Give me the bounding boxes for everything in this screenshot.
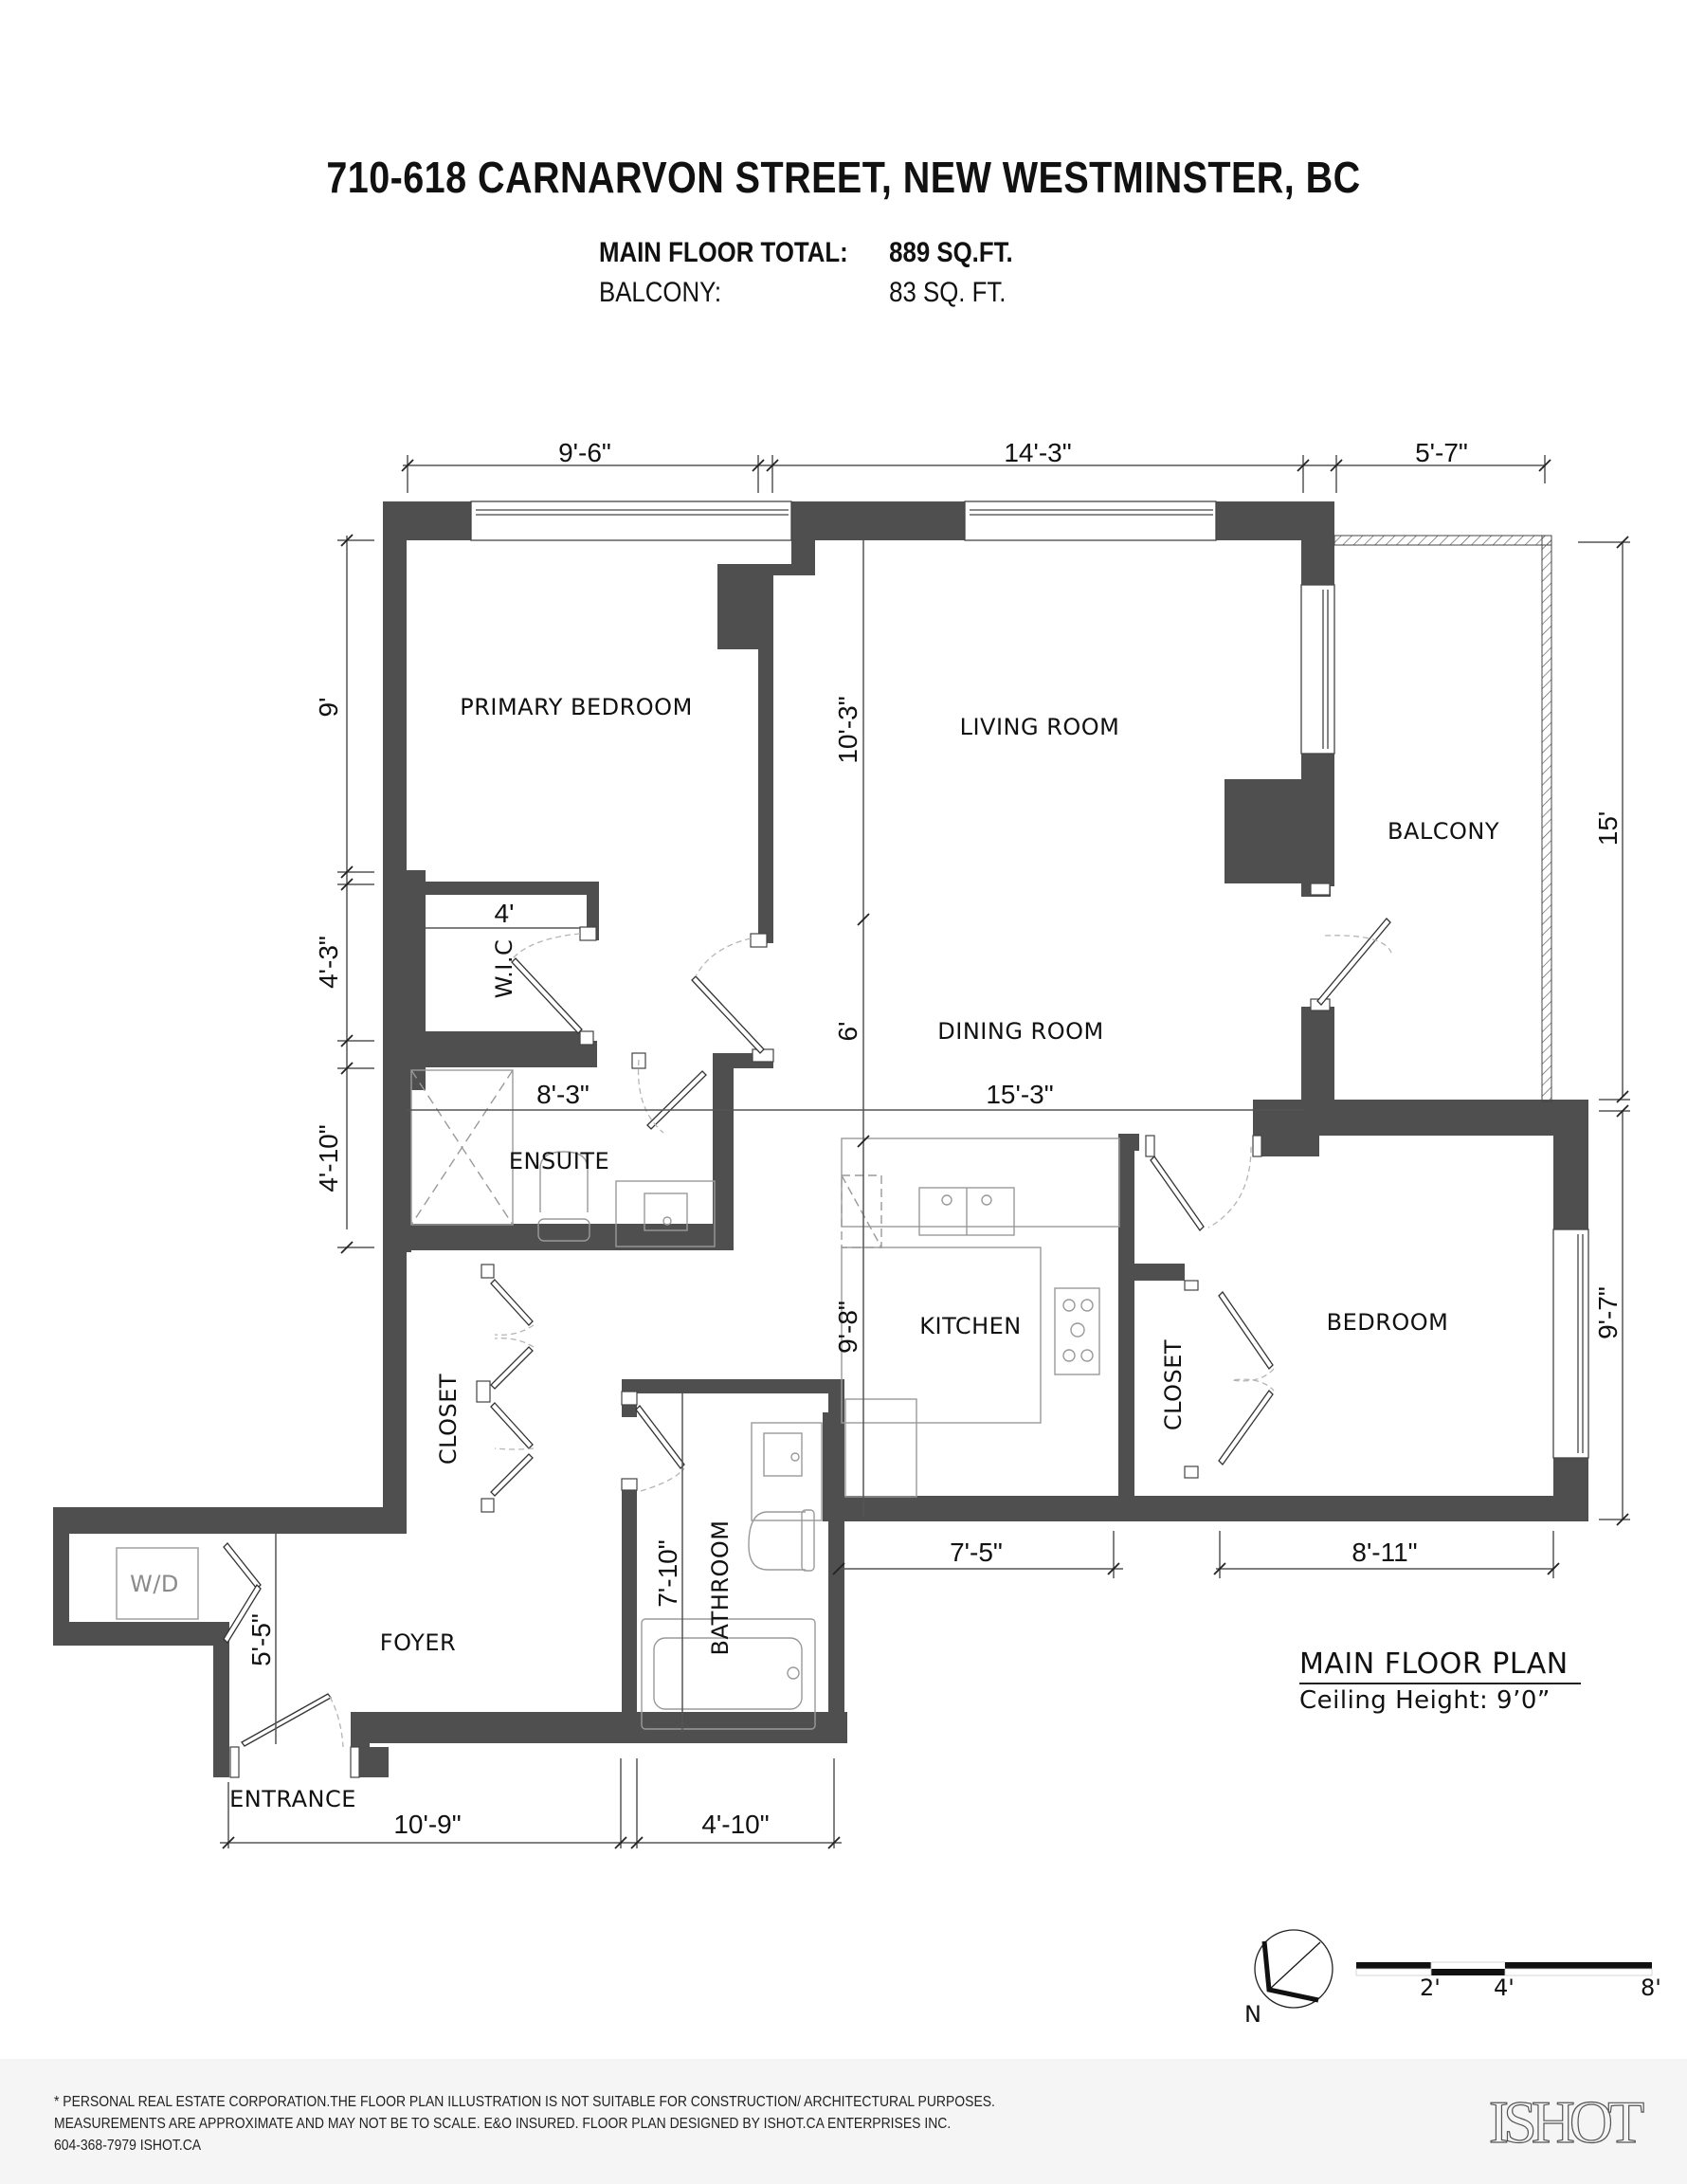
dishwasher bbox=[841, 1174, 882, 1248]
dim-bedroom-depth: 9'-7" bbox=[1593, 1286, 1623, 1339]
balcony-area-label: BALCONY: bbox=[599, 277, 722, 308]
washer-dryer bbox=[116, 1547, 199, 1620]
dim-bedroom-width: 8'-11" bbox=[1351, 1538, 1417, 1567]
bathroom-vanity bbox=[751, 1422, 823, 1521]
scale-tick-4: 4' bbox=[1494, 1975, 1515, 2001]
room-label-bathroom: BATHROOM bbox=[707, 1520, 734, 1656]
dimension-lines bbox=[220, 455, 1630, 1848]
room-label-foyer: FOYER bbox=[380, 1629, 456, 1656]
dim-foyer-depth: 5'-5" bbox=[246, 1613, 276, 1666]
cooktop bbox=[1054, 1287, 1100, 1375]
compass-north-label: N bbox=[1244, 2001, 1261, 2028]
bathroom-toilet bbox=[748, 1511, 806, 1571]
room-label-ensuite: ENSUITE bbox=[509, 1148, 609, 1174]
dim-wic-width: 4' bbox=[495, 899, 515, 928]
floor-plan: PRIMARY BEDROOM LIVING ROOM DINING ROOM … bbox=[53, 438, 1661, 2028]
windows bbox=[470, 500, 1589, 1459]
plan-title-divider bbox=[1299, 1683, 1581, 1684]
disclaimer-line-1: * PERSONAL REAL ESTATE CORPORATION.THE F… bbox=[54, 2094, 995, 2110]
disclaimer-line-2: MEASUREMENTS ARE APPROXIMATE AND MAY NOT… bbox=[54, 2116, 952, 2132]
room-label-bedroom: BEDROOM bbox=[1327, 1309, 1449, 1336]
dim-kitchen-depth: 9'-8" bbox=[833, 1301, 862, 1354]
bathtub bbox=[641, 1618, 816, 1730]
kitchen-counter bbox=[841, 1138, 1120, 1228]
property-address-title: 710-618 CARNARVON STREET, NEW WESTMINSTE… bbox=[326, 153, 1361, 202]
shower bbox=[410, 1069, 514, 1226]
room-label-balcony: BALCONY bbox=[1388, 818, 1499, 845]
main-floor-value: 889 SQ.FT. bbox=[889, 237, 1013, 268]
dimension-ticks bbox=[222, 459, 1629, 1849]
ishot-logo-icon: ISHOT bbox=[1488, 2087, 1651, 2154]
footer: * PERSONAL REAL ESTATE CORPORATION.THE F… bbox=[0, 2059, 1687, 2184]
dim-top-living: 14'-3" bbox=[1004, 438, 1071, 467]
scale-bar: 2' 4' 8' bbox=[1355, 1961, 1661, 2001]
north-compass-icon: N bbox=[1244, 1929, 1333, 2028]
dim-left-primary: 9' bbox=[314, 698, 343, 718]
dim-top-primary: 9'-6" bbox=[558, 438, 611, 467]
refrigerator bbox=[844, 1398, 917, 1498]
kitchen-island bbox=[841, 1247, 1042, 1424]
toilet bbox=[539, 1151, 589, 1212]
room-label-dining-room: DINING ROOM bbox=[937, 1018, 1103, 1045]
dim-dining-depth: 6' bbox=[833, 1022, 862, 1042]
ceiling-height: Ceiling Height: 9’0” bbox=[1299, 1686, 1551, 1715]
plan-title-block: MAIN FLOOR PLAN Ceiling Height: 9’0” bbox=[1299, 1647, 1581, 1715]
scale-tick-8: 8' bbox=[1641, 1975, 1661, 2001]
dim-bottom-bathroom: 4'-10" bbox=[701, 1810, 769, 1839]
svg-text:ISHOT: ISHOT bbox=[1489, 2088, 1644, 2154]
balcony-area-value: 83 SQ. FT. bbox=[889, 277, 1007, 308]
scale-tick-2: 2' bbox=[1420, 1975, 1441, 2001]
plan-title: MAIN FLOOR PLAN bbox=[1299, 1647, 1569, 1681]
dim-balcony-depth: 15' bbox=[1593, 811, 1623, 846]
room-label-entrance: ENTRANCE bbox=[229, 1786, 356, 1812]
dim-ensuite-width: 8'-3" bbox=[536, 1080, 590, 1109]
dim-kitchen-width: 7'-5" bbox=[950, 1538, 1003, 1567]
dim-left-ensuite: 4'-10" bbox=[314, 1124, 343, 1192]
room-label-hall-closet: CLOSET bbox=[435, 1374, 462, 1465]
dim-dining-width: 15'-3" bbox=[986, 1080, 1053, 1109]
dim-top-balcony: 5'-7" bbox=[1415, 438, 1468, 467]
doors bbox=[223, 918, 1391, 1747]
room-label-wd: W/D bbox=[130, 1571, 179, 1597]
main-floor-label: MAIN FLOOR TOTAL: bbox=[599, 237, 848, 268]
dim-bathroom-depth: 7'-10" bbox=[653, 1539, 682, 1607]
balcony-railing bbox=[1333, 535, 1552, 1102]
room-label-wic: W.I.C bbox=[491, 939, 517, 999]
room-label-living-room: LIVING ROOM bbox=[960, 714, 1120, 740]
dim-bottom-foyer: 10'-9" bbox=[393, 1810, 461, 1839]
room-label-primary-bedroom: PRIMARY BEDROOM bbox=[460, 694, 693, 720]
dim-living-depth: 10'-3" bbox=[833, 696, 862, 763]
disclaimer-line-3: 604-368-7979 ISHOT.CA bbox=[54, 2138, 202, 2154]
dim-left-wic: 4'-3" bbox=[314, 936, 343, 989]
walls bbox=[53, 501, 1588, 1777]
room-label-bedroom-closet: CLOSET bbox=[1160, 1339, 1187, 1430]
fixtures bbox=[116, 1069, 1120, 1730]
room-label-kitchen: KITCHEN bbox=[919, 1313, 1022, 1339]
disclaimer: * PERSONAL REAL ESTATE CORPORATION.THE F… bbox=[54, 2091, 995, 2157]
